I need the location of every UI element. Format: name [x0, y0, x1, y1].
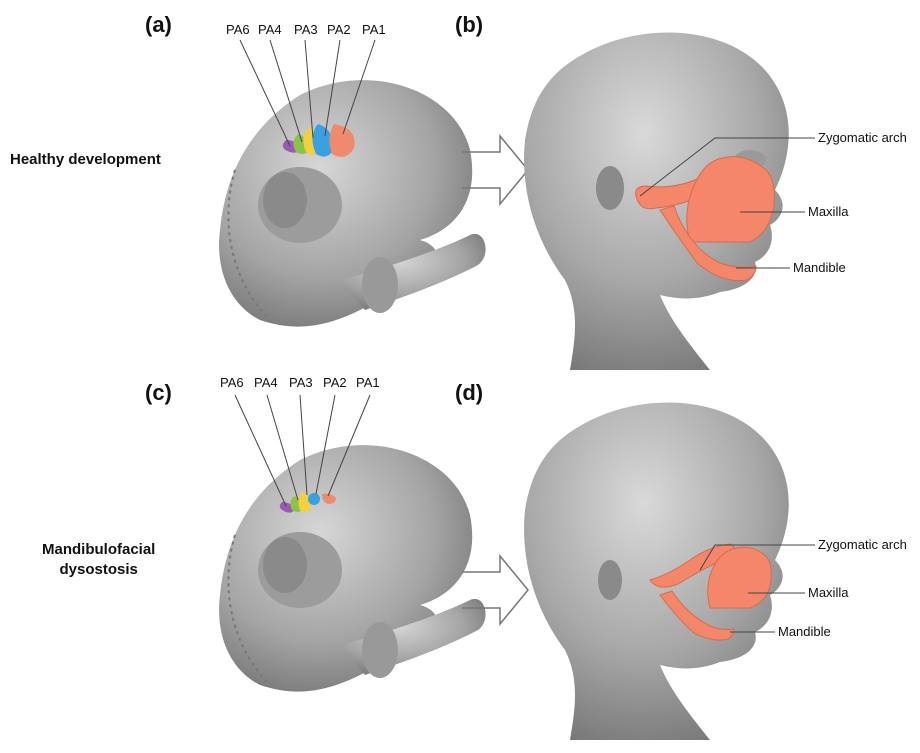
pa-label-top-pa6: PA6	[226, 22, 250, 37]
pa-label-bottom-pa4: PA4	[254, 375, 278, 390]
pa-label-top-pa2: PA2	[327, 22, 351, 37]
panel-label-b: (b)	[455, 12, 483, 38]
pa-label-top-pa3: PA3	[294, 22, 318, 37]
row-label-dysostosis-line1: Mandibulofacial	[42, 540, 155, 560]
pa-label-bottom-pa1: PA1	[356, 375, 380, 390]
callout-maxilla-dysostosis: Maxilla	[808, 585, 848, 600]
callout-zygomatic-arch-dysostosis: Zygomatic arch	[818, 537, 907, 552]
embryo-healthy	[219, 40, 486, 327]
panel-label-c: (c)	[145, 380, 172, 406]
callout-mandible-dysostosis: Mandible	[778, 624, 831, 639]
pa-label-bottom-pa2: PA2	[323, 375, 347, 390]
callout-maxilla-healthy: Maxilla	[808, 204, 848, 219]
row-label-dysostosis-line2: dysostosis	[42, 560, 155, 580]
head-healthy	[524, 33, 815, 371]
pa-label-top-pa1: PA1	[362, 22, 386, 37]
pa-label-top-pa4: PA4	[258, 22, 282, 37]
head-dysostosis	[524, 403, 815, 741]
panel-label-d: (d)	[455, 380, 483, 406]
embryo-dysostosis	[219, 395, 486, 692]
row-label-healthy: Healthy development	[10, 150, 161, 170]
panel-label-a: (a)	[145, 12, 172, 38]
arch-pa2	[308, 493, 320, 505]
callout-mandible-healthy: Mandible	[793, 260, 846, 275]
pa-label-bottom-pa3: PA3	[289, 375, 313, 390]
callout-zygomatic-arch-healthy: Zygomatic arch	[818, 130, 907, 145]
pa-label-bottom-pa6: PA6	[220, 375, 244, 390]
row-label-dysostosis: Mandibulofacial dysostosis	[42, 540, 155, 580]
